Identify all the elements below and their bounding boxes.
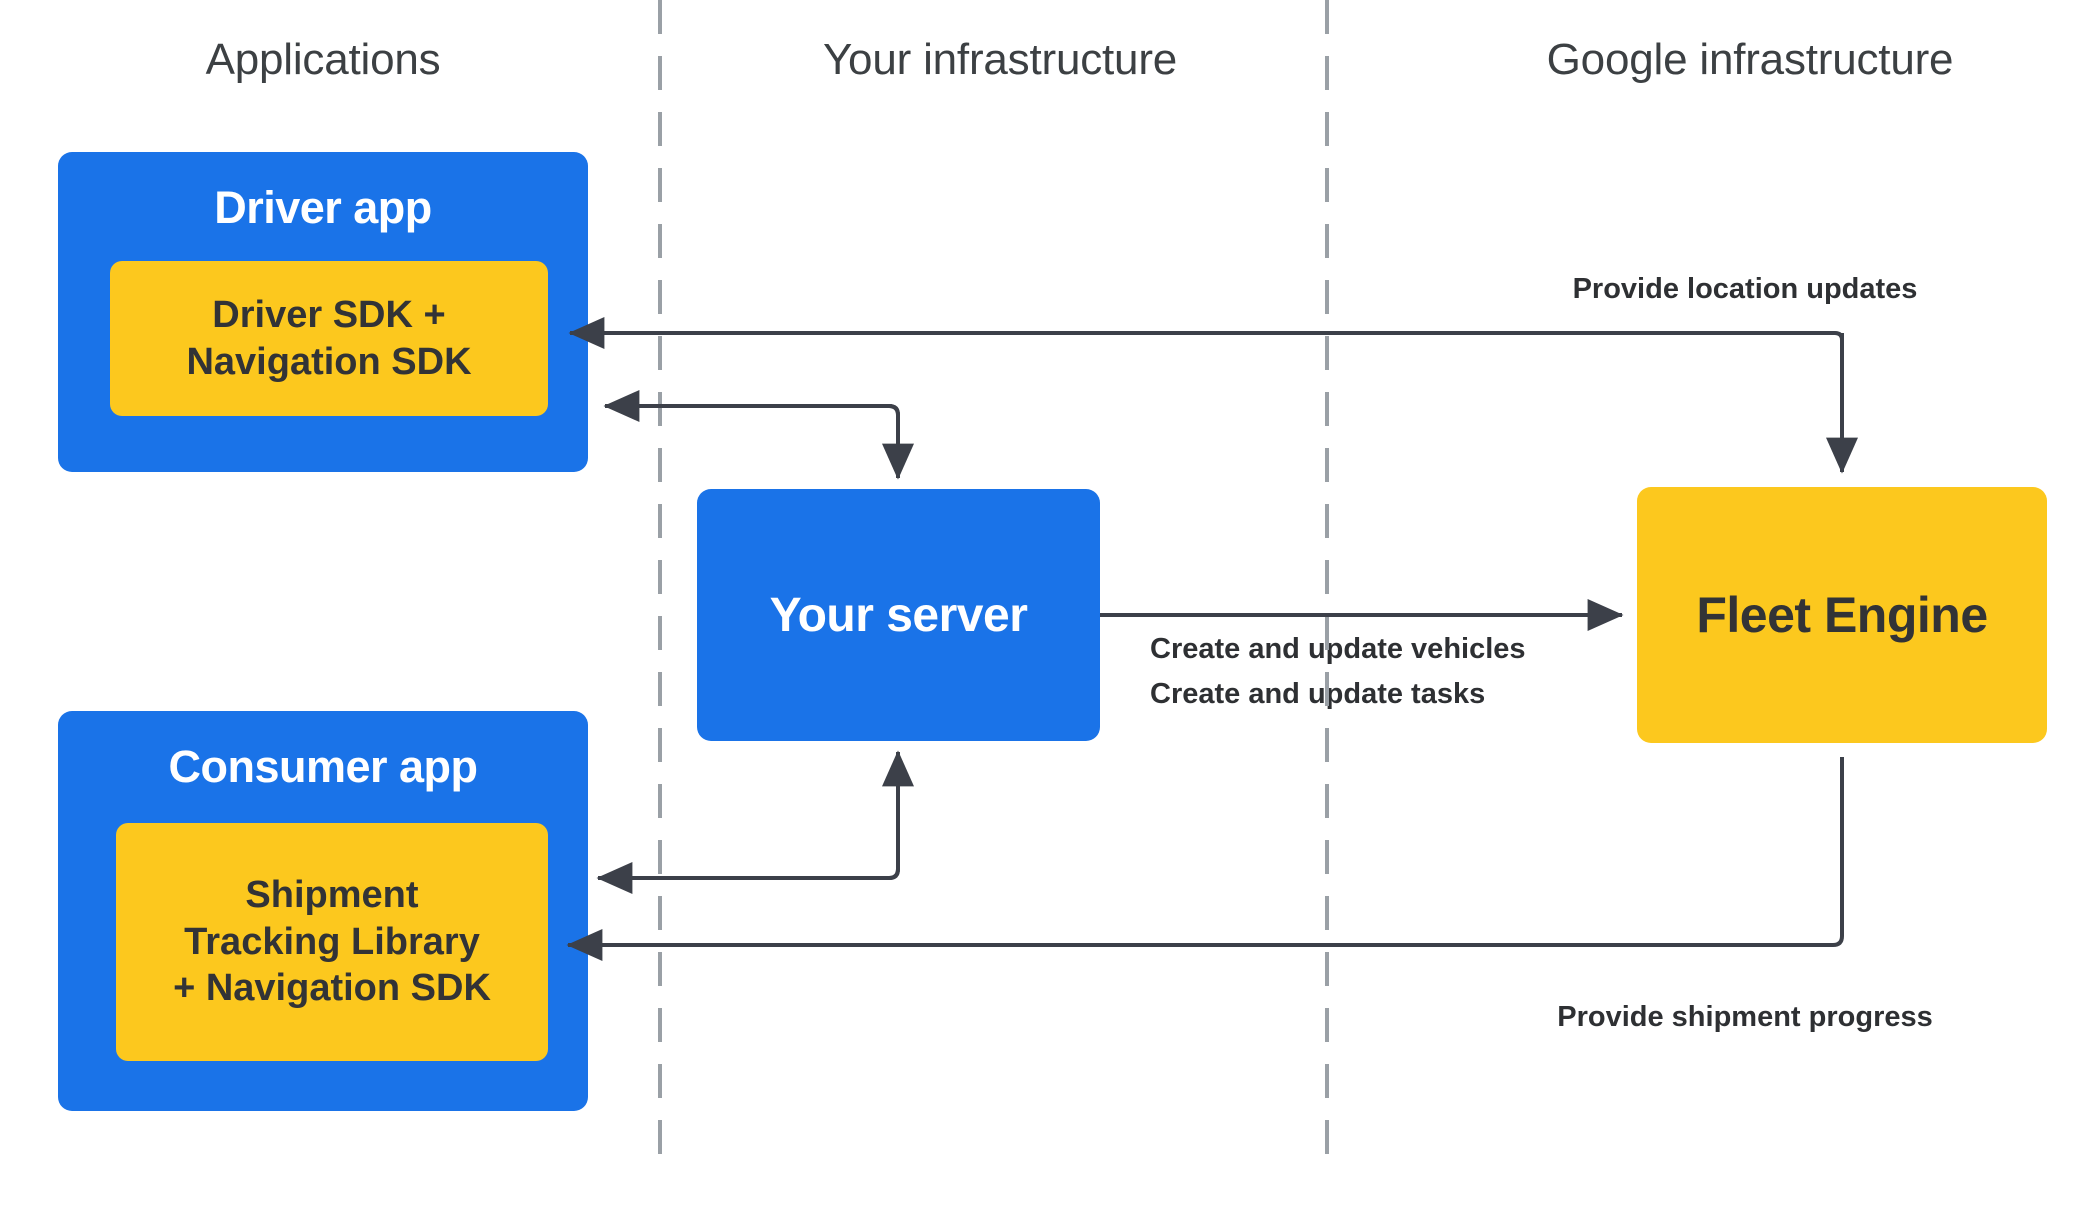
consumer-sdk-line-3: + Navigation SDK [173, 967, 491, 1010]
your-server-label: Your server [769, 588, 1028, 642]
label-provide-location-updates: Provide location updates [1572, 273, 1918, 305]
driver-sdk-line-1: Driver SDK + [212, 294, 446, 337]
driver-sdk-label: Driver SDK + Navigation SDK [186, 292, 471, 385]
your-server-box[interactable]: Your server [697, 489, 1100, 741]
arrow-driver-app-to-your-server [605, 404, 914, 480]
consumer-sdk-box[interactable]: Shipment Tracking Library + Navigation S… [116, 823, 548, 1061]
driver-sdk-box[interactable]: Driver SDK + Navigation SDK [110, 261, 548, 416]
arrow-fleet-engine-to-driver-sdk [568, 317, 1844, 349]
label-provide-shipment-progress: Provide shipment progress [1557, 1001, 1933, 1033]
driver-app-title: Driver app [214, 182, 432, 233]
column-header-your-infrastructure: Your infrastructure [822, 35, 1178, 84]
arrow-fleet-engine-to-consumer-sdk [566, 757, 1844, 961]
consumer-sdk-line-2: Tracking Library [184, 920, 480, 963]
fleet-engine-box[interactable]: Fleet Engine [1637, 487, 2047, 743]
fleet-engine-label: Fleet Engine [1696, 587, 1988, 643]
column-header-applications: Applications [205, 35, 441, 84]
column-header-google-infrastructure: Google infrastructure [1546, 35, 1954, 84]
arrow-your-server-to-consumer-sdk [596, 752, 900, 894]
consumer-sdk-label: Shipment Tracking Library + Navigation S… [173, 872, 491, 1011]
arrow-consumer-app-to-your-server [598, 750, 914, 880]
driver-sdk-line-2: Navigation SDK [186, 340, 472, 383]
consumer-app-title: Consumer app [168, 741, 478, 792]
label-create-update-vehicles: Create and update vehicles [1150, 633, 1526, 665]
label-create-update-tasks: Create and update tasks [1150, 678, 1486, 710]
arrow-your-server-to-driver-app [603, 390, 900, 478]
consumer-sdk-line-1: Shipment [245, 874, 419, 917]
